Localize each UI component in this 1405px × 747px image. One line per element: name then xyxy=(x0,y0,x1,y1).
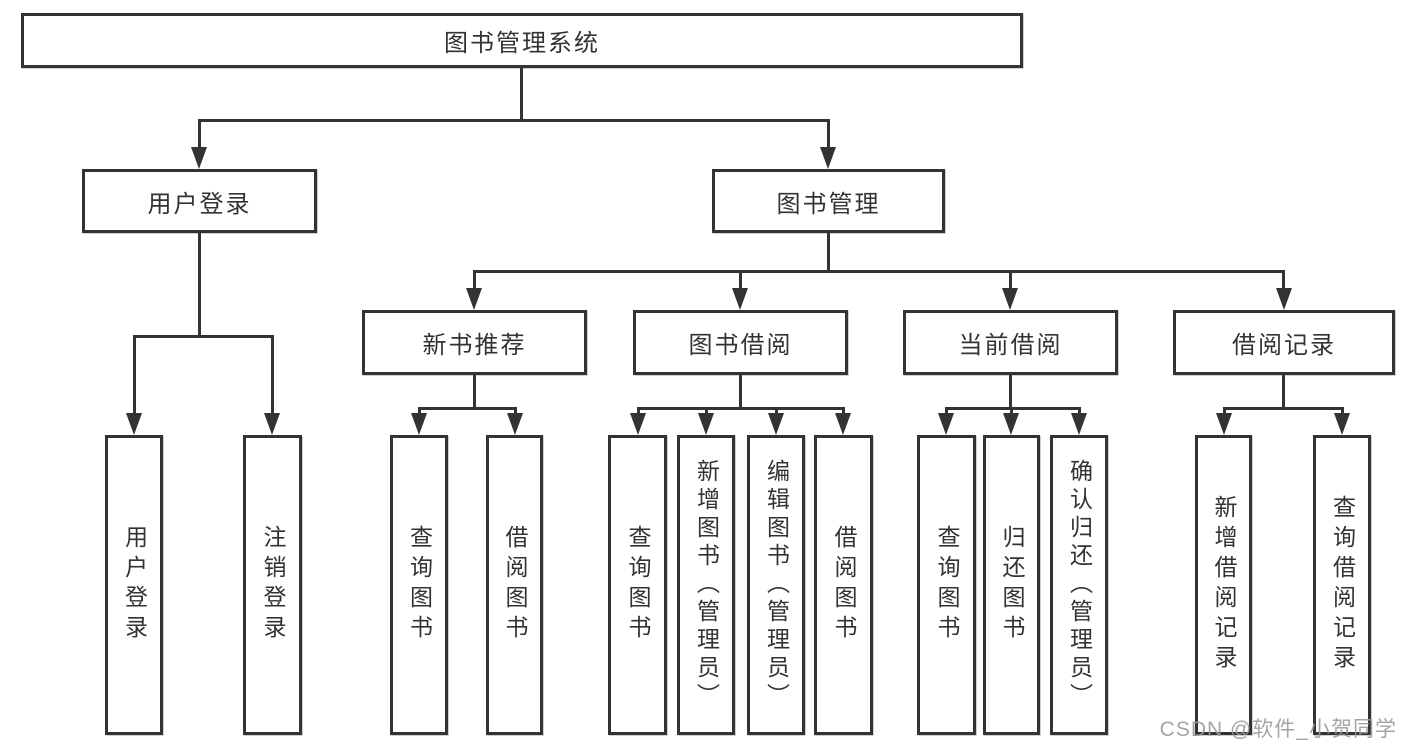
leaf-bb-query-books-label: 查询图书 xyxy=(625,525,651,645)
leaf-cb-confirm-return-label: 确认归还（管理员） xyxy=(1066,459,1093,711)
edge-borrow-records-stem xyxy=(1282,375,1285,410)
edge-new-book-rec-rail xyxy=(418,407,517,410)
edge-to-br-query xyxy=(1341,407,1344,417)
node-root-label: 图书管理系统 xyxy=(444,30,600,57)
edge-to-nbr-query xyxy=(418,407,421,417)
arrowhead-bb-edit xyxy=(768,413,784,435)
edge-to-bb-query xyxy=(637,407,640,417)
leaf-cb-confirm-return: 确认归还（管理员） xyxy=(1050,435,1108,735)
leaf-user-login-label: 用户登录 xyxy=(121,525,148,645)
node-borrow-records: 借阅记录 xyxy=(1173,310,1395,375)
arrowhead-book-mgmt xyxy=(820,147,836,169)
edge-to-bb-add xyxy=(705,407,708,417)
edge-to-cb-query xyxy=(945,407,948,417)
edge-book-borrow-stem xyxy=(739,375,742,410)
arrowhead-bb-add xyxy=(698,413,714,435)
leaf-bb-edit-books: 编辑图书（管理员） xyxy=(747,435,805,735)
csdn-watermark: CSDN @软件_小贺同学 xyxy=(1159,718,1397,741)
arrowhead-cb-confirm xyxy=(1071,413,1087,435)
edge-level1-rail xyxy=(198,119,830,122)
edge-user-login-rail xyxy=(133,335,274,338)
edge-current-borrow-rail xyxy=(945,407,1081,410)
node-user-login: 用户登录 xyxy=(82,169,317,233)
arrowhead-br-query xyxy=(1334,413,1350,435)
edge-user-login-stem xyxy=(198,233,201,338)
leaf-cb-return-books-label: 归还图书 xyxy=(999,525,1025,645)
node-book-borrow-label: 图书借阅 xyxy=(688,332,793,359)
leaf-nbr-query-books: 查询图书 xyxy=(390,435,448,735)
leaf-br-query-record-label: 查询借阅记录 xyxy=(1329,495,1356,675)
arrowhead-bb-query xyxy=(630,413,646,435)
edge-book-mgmt-stem xyxy=(827,233,830,273)
edge-to-current-borrow xyxy=(1009,270,1012,292)
edge-to-leaf-user-login xyxy=(133,335,136,417)
leaf-logout: 注销登录 xyxy=(243,435,302,735)
arrowhead-book-borrow xyxy=(732,288,748,310)
leaf-br-query-record: 查询借阅记录 xyxy=(1313,435,1371,735)
leaf-bb-add-books: 新增图书（管理员） xyxy=(677,435,735,735)
arrowhead-br-add xyxy=(1216,413,1232,435)
leaf-bb-borrow-books: 借阅图书 xyxy=(814,435,873,735)
node-book-borrow: 图书借阅 xyxy=(633,310,848,375)
leaf-cb-query-books: 查询图书 xyxy=(917,435,976,735)
edge-to-cb-return xyxy=(1010,407,1013,417)
node-new-book-rec-label: 新书推荐 xyxy=(422,332,527,359)
edge-to-nbr-borrow xyxy=(514,407,517,417)
node-new-book-rec: 新书推荐 xyxy=(362,310,587,375)
edge-new-book-rec-stem xyxy=(473,375,476,410)
arrowhead-new-book-rec xyxy=(466,288,482,310)
arrowhead-leaf-logout xyxy=(264,413,280,435)
node-book-mgmt-label: 图书管理 xyxy=(776,190,881,218)
leaf-bb-edit-books-label: 编辑图书（管理员） xyxy=(763,459,790,711)
node-borrow-records-label: 借阅记录 xyxy=(1232,332,1336,359)
arrowhead-cb-return xyxy=(1003,413,1019,435)
node-book-mgmt: 图书管理 xyxy=(712,169,945,233)
leaf-cb-return-books: 归还图书 xyxy=(983,435,1040,735)
edge-root-stem xyxy=(520,68,523,122)
edge-to-cb-confirm xyxy=(1078,407,1081,417)
arrowhead-nbr-borrow xyxy=(507,413,523,435)
leaf-br-add-record-label: 新增借阅记录 xyxy=(1211,495,1237,675)
edge-level2-rail xyxy=(473,270,1285,273)
node-root-library-system: 图书管理系统 xyxy=(21,13,1023,68)
leaf-nbr-borrow-books: 借阅图书 xyxy=(486,435,543,735)
node-current-borrow: 当前借阅 xyxy=(903,310,1118,375)
leaf-user-login: 用户登录 xyxy=(105,435,163,735)
edge-borrow-records-rail xyxy=(1223,407,1343,410)
edge-current-borrow-stem xyxy=(1009,375,1012,410)
edge-to-bb-edit xyxy=(775,407,778,417)
arrowhead-current-borrow xyxy=(1002,288,1018,310)
node-user-login-label: 用户登录 xyxy=(147,190,252,218)
edge-book-borrow-rail xyxy=(637,407,845,410)
arrowhead-borrow-records xyxy=(1276,288,1292,310)
edge-to-borrow-records xyxy=(1282,270,1285,292)
leaf-bb-query-books: 查询图书 xyxy=(608,435,667,735)
arrowhead-user-login xyxy=(191,147,207,169)
leaf-nbr-query-books-label: 查询图书 xyxy=(406,525,433,645)
arrowhead-cb-query xyxy=(938,413,954,435)
leaf-bb-add-books-label: 新增图书（管理员） xyxy=(693,459,720,711)
arrowhead-nbr-query xyxy=(411,413,427,435)
edge-to-new-book-rec xyxy=(473,270,476,292)
edge-to-leaf-logout xyxy=(271,335,274,417)
edge-to-book-mgmt xyxy=(827,119,830,151)
edge-to-book-borrow xyxy=(739,270,742,292)
edge-to-user-login xyxy=(198,119,201,151)
arrowhead-leaf-user-login xyxy=(126,413,142,435)
node-current-borrow-label: 当前借阅 xyxy=(958,332,1063,359)
edge-to-bb-borrow xyxy=(842,407,845,417)
leaf-cb-query-books-label: 查询图书 xyxy=(934,525,960,645)
leaf-logout-label: 注销登录 xyxy=(260,525,286,645)
arrowhead-bb-borrow xyxy=(835,413,851,435)
edge-to-br-add xyxy=(1223,407,1226,417)
leaf-bb-borrow-books-label: 借阅图书 xyxy=(831,525,857,645)
leaf-nbr-borrow-books-label: 借阅图书 xyxy=(502,525,528,645)
leaf-br-add-record: 新增借阅记录 xyxy=(1195,435,1252,735)
